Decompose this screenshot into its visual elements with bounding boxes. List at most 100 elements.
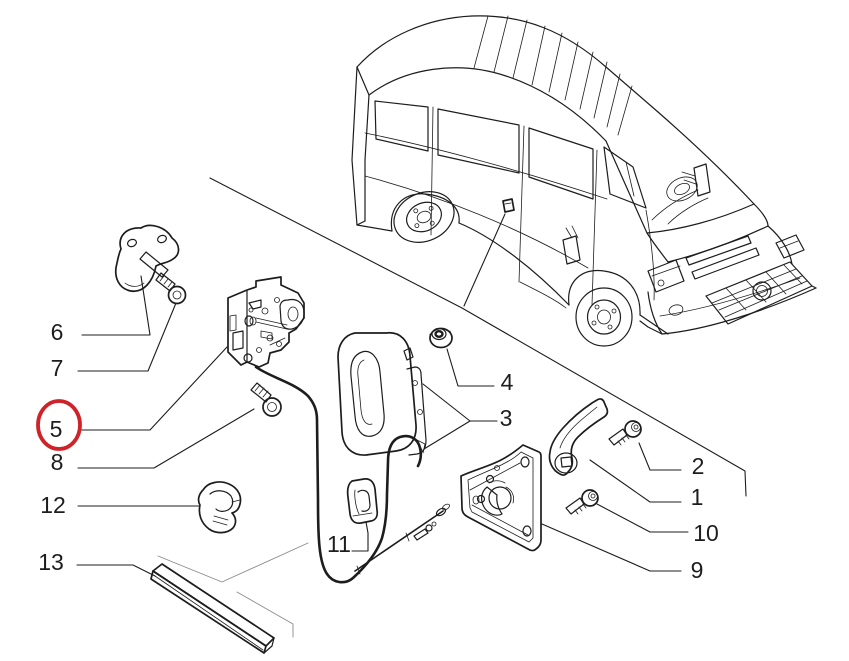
van-rocker-middle: [458, 222, 570, 306]
van-roof-rib: [617, 85, 633, 136]
van-hood-front-edge: [667, 225, 769, 263]
van-hood-far-side: [753, 203, 769, 227]
van-seam-sliding-door-rear: [518, 125, 525, 283]
highlight-circle-part-5: [36, 399, 82, 451]
van-grille-slat: [691, 247, 760, 280]
van-window-rear: [374, 100, 429, 152]
part-protection-strip: [150, 563, 275, 654]
van-body-crease: [364, 175, 589, 269]
van-roof-near-edge: [368, 67, 607, 142]
callout-13[interactable]: 13: [38, 549, 64, 575]
van-roof-rib: [548, 32, 563, 93]
leader-9: [541, 523, 682, 572]
leader-4: [446, 348, 495, 387]
part-striker-screw: [155, 272, 187, 305]
leader-lines: [76, 177, 747, 638]
van-grille-slat: [685, 235, 752, 266]
van-rear-wheel-arch: [390, 193, 460, 232]
van-window-sliding-door: [528, 127, 594, 200]
part-exterior-door-handle: [337, 331, 427, 456]
leader-13: [76, 564, 156, 577]
handle-location-pointer: [463, 213, 506, 307]
callout-4[interactable]: 4: [501, 369, 514, 395]
callout-5[interactable]: 5: [50, 416, 63, 442]
part-cable-clip: [197, 481, 242, 534]
leader-5: [81, 346, 228, 431]
reference-chevron: [157, 542, 309, 583]
van-door-handle-marker: [502, 198, 515, 213]
leader-2: [638, 442, 682, 471]
van-rocker-rear: [356, 224, 393, 232]
van-a-pillar: [605, 140, 648, 234]
van-window-cab-door: [603, 146, 647, 209]
van-roof-rib: [512, 19, 528, 79]
part-door-lock-assembly: [227, 276, 305, 368]
van-window-middle: [437, 108, 520, 174]
vehicle-illustration: [351, 15, 817, 347]
van-windshield-far-edge: [657, 111, 755, 205]
van-wiper: [667, 197, 709, 225]
leader-7: [77, 302, 177, 372]
van-hood-near-side: [646, 232, 669, 263]
part-latch-plate: [460, 444, 542, 552]
part-socket-screw-lower: [565, 489, 599, 515]
callout-1[interactable]: 1: [691, 484, 704, 510]
van-roof-rib: [493, 15, 509, 73]
van-front-wheel-arch: [568, 269, 641, 316]
van-front-far-corner: [767, 225, 793, 265]
part-socket-screw-upper: [608, 420, 642, 446]
leader-11: [351, 521, 369, 552]
callout-10[interactable]: 10: [693, 520, 719, 546]
van-roof-rib: [564, 41, 579, 101]
van-rear-near-edge: [364, 94, 370, 222]
van-near-mirror: [562, 225, 581, 265]
callout-11[interactable]: 11: [327, 531, 351, 557]
van-roof-rib: [531, 25, 546, 86]
part-release-lever: [548, 398, 609, 476]
leader-1: [589, 459, 682, 503]
part-fixing-nut: [429, 327, 453, 349]
van-roof-rib: [579, 51, 594, 110]
van-wiper: [651, 189, 699, 221]
van-rear-top-join: [356, 66, 370, 96]
reference-chevron: [236, 591, 294, 638]
callouts: 1 2 3 4 5 6 7 8 9 10 11 12 13: [36, 319, 719, 583]
van-seam-cab-door: [645, 209, 655, 301]
van-lower-grille: [705, 261, 813, 325]
van-front-lower: [639, 314, 669, 335]
van-cowl: [646, 203, 755, 234]
callout-12[interactable]: 12: [40, 492, 66, 518]
van-headlight-far: [775, 234, 805, 259]
callout-3[interactable]: 3: [500, 405, 513, 431]
van-roof-rib: [593, 61, 608, 119]
part-striker-plate: [114, 224, 180, 293]
van-seam-rear-door: [430, 106, 434, 236]
van-roof-rib: [606, 73, 621, 128]
van-beltline: [364, 132, 608, 200]
van-far-mirror: [681, 163, 711, 197]
van-rear-bottom-join: [356, 220, 366, 226]
part-handle-end-cap: [346, 478, 379, 525]
van-rear-edge: [351, 66, 358, 226]
van-bumper: [639, 277, 817, 335]
callout-7[interactable]: 7: [51, 355, 64, 381]
callout-8[interactable]: 8: [51, 449, 64, 475]
bowden-cable: [354, 503, 450, 575]
part-lock-fixing-screw: [250, 382, 282, 417]
leader-3: [422, 383, 498, 450]
van-roof-far-edge: [356, 15, 659, 113]
callout-2[interactable]: 2: [692, 453, 705, 479]
van-window-divider: [625, 161, 635, 197]
leader-6: [81, 275, 151, 336]
van-roof-rib: [473, 15, 489, 69]
van-sill-line: [519, 281, 567, 309]
van-headlight-near: [647, 259, 685, 293]
group-bracket-line: [209, 177, 747, 497]
van-rear-wheel: [393, 191, 455, 243]
leader-10: [596, 503, 689, 533]
callout-9[interactable]: 9: [691, 557, 704, 583]
callout-6[interactable]: 6: [51, 319, 64, 345]
leader-8: [77, 408, 255, 469]
van-seam-sliding-door-front: [591, 149, 598, 306]
